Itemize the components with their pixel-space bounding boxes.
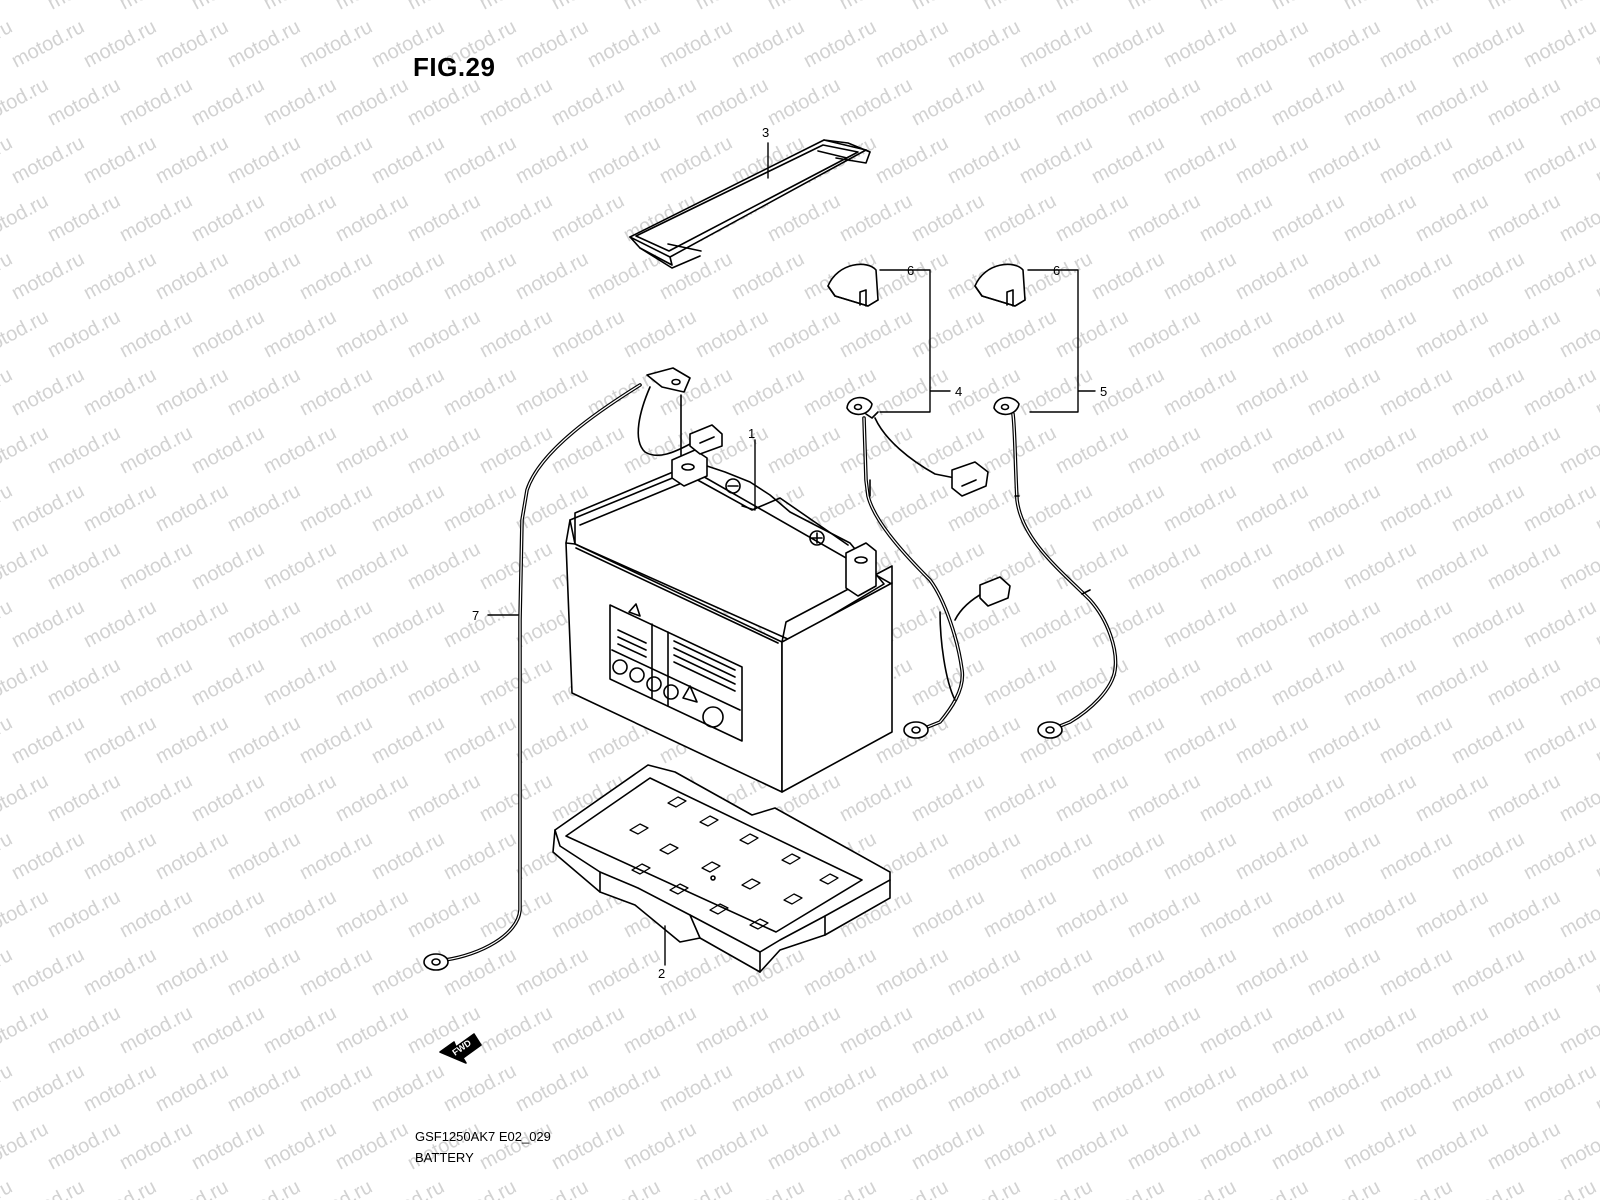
callout-2: 2 <box>658 966 665 981</box>
callout-6b: 6 <box>1053 263 1060 278</box>
figure-title: FIG.29 <box>413 52 496 82</box>
callout-1: 1 <box>748 426 755 441</box>
model-code: GSF1250AK7 E02_029 <box>415 1129 551 1144</box>
leader-lines <box>487 142 1096 966</box>
callout-5: 5 <box>1100 384 1107 399</box>
battery-band <box>629 139 871 269</box>
battery-tray <box>552 764 891 973</box>
callout-4: 4 <box>955 384 962 399</box>
battery <box>565 449 893 793</box>
positive-lead-4 <box>827 263 1011 739</box>
callout-3: 3 <box>762 125 769 140</box>
ground-lead-7 <box>423 367 723 971</box>
callout-6a: 6 <box>907 263 914 278</box>
callout-7: 7 <box>472 608 479 623</box>
assembly-name: BATTERY <box>415 1150 474 1165</box>
negative-lead-5 <box>974 263 1118 739</box>
fwd-arrow-icon: FWD <box>439 1033 482 1064</box>
